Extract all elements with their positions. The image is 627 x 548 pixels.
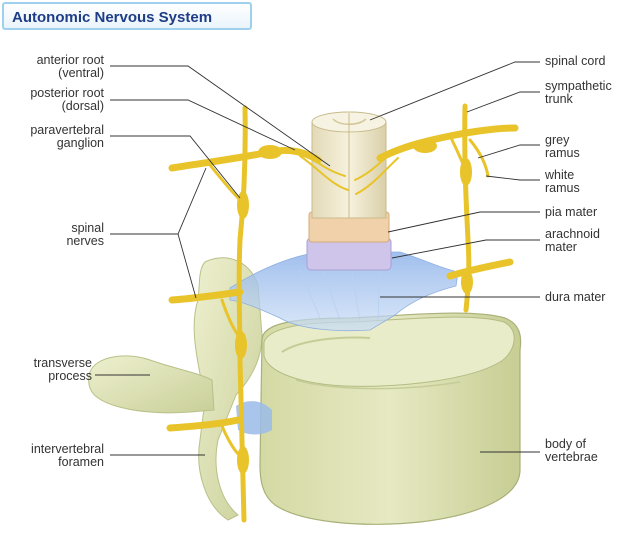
label-grey-ramus: grey ramus <box>545 133 580 160</box>
lower-left-spinal-nerve <box>166 416 242 432</box>
diagram-title: Autonomic Nervous System <box>2 2 252 30</box>
label-body-of-vertebrae: body of vertebrae <box>545 437 598 464</box>
label-transverse-process: transverse process <box>33 356 92 383</box>
label-spinal-cord: spinal cord <box>545 54 606 68</box>
label-spinal-nerves: spinal nerves <box>66 221 104 248</box>
dura-lower-sheath <box>236 401 272 435</box>
label-white-ramus: white ramus <box>545 168 580 195</box>
middle-left-spinal-nerve <box>168 288 244 304</box>
vertebral-arch <box>193 257 263 521</box>
label-pia-mater: pia mater <box>545 205 598 219</box>
label-dura-mater: dura mater <box>545 290 606 304</box>
label-posterior-root: posterior root (dorsal) <box>30 86 104 113</box>
transverse-process-shape <box>88 355 215 414</box>
nerves <box>166 103 519 523</box>
label-sympathetic-trunk: sympathetic trunk <box>545 79 612 106</box>
label-anterior-root: anterior root (ventral) <box>36 53 104 80</box>
upper-right-spinal-nerve <box>376 124 519 162</box>
middle-right-spinal-nerve <box>446 258 514 280</box>
arachnoid-layer <box>306 237 392 271</box>
label-arachnoid-mater: arachnoid mater <box>545 227 600 254</box>
leader-lines <box>95 61 540 456</box>
label-paravertebral-ganglion: paravertebral ganglion <box>30 123 104 150</box>
label-intervertebral-foramen: intervertebral foramen <box>31 442 104 469</box>
